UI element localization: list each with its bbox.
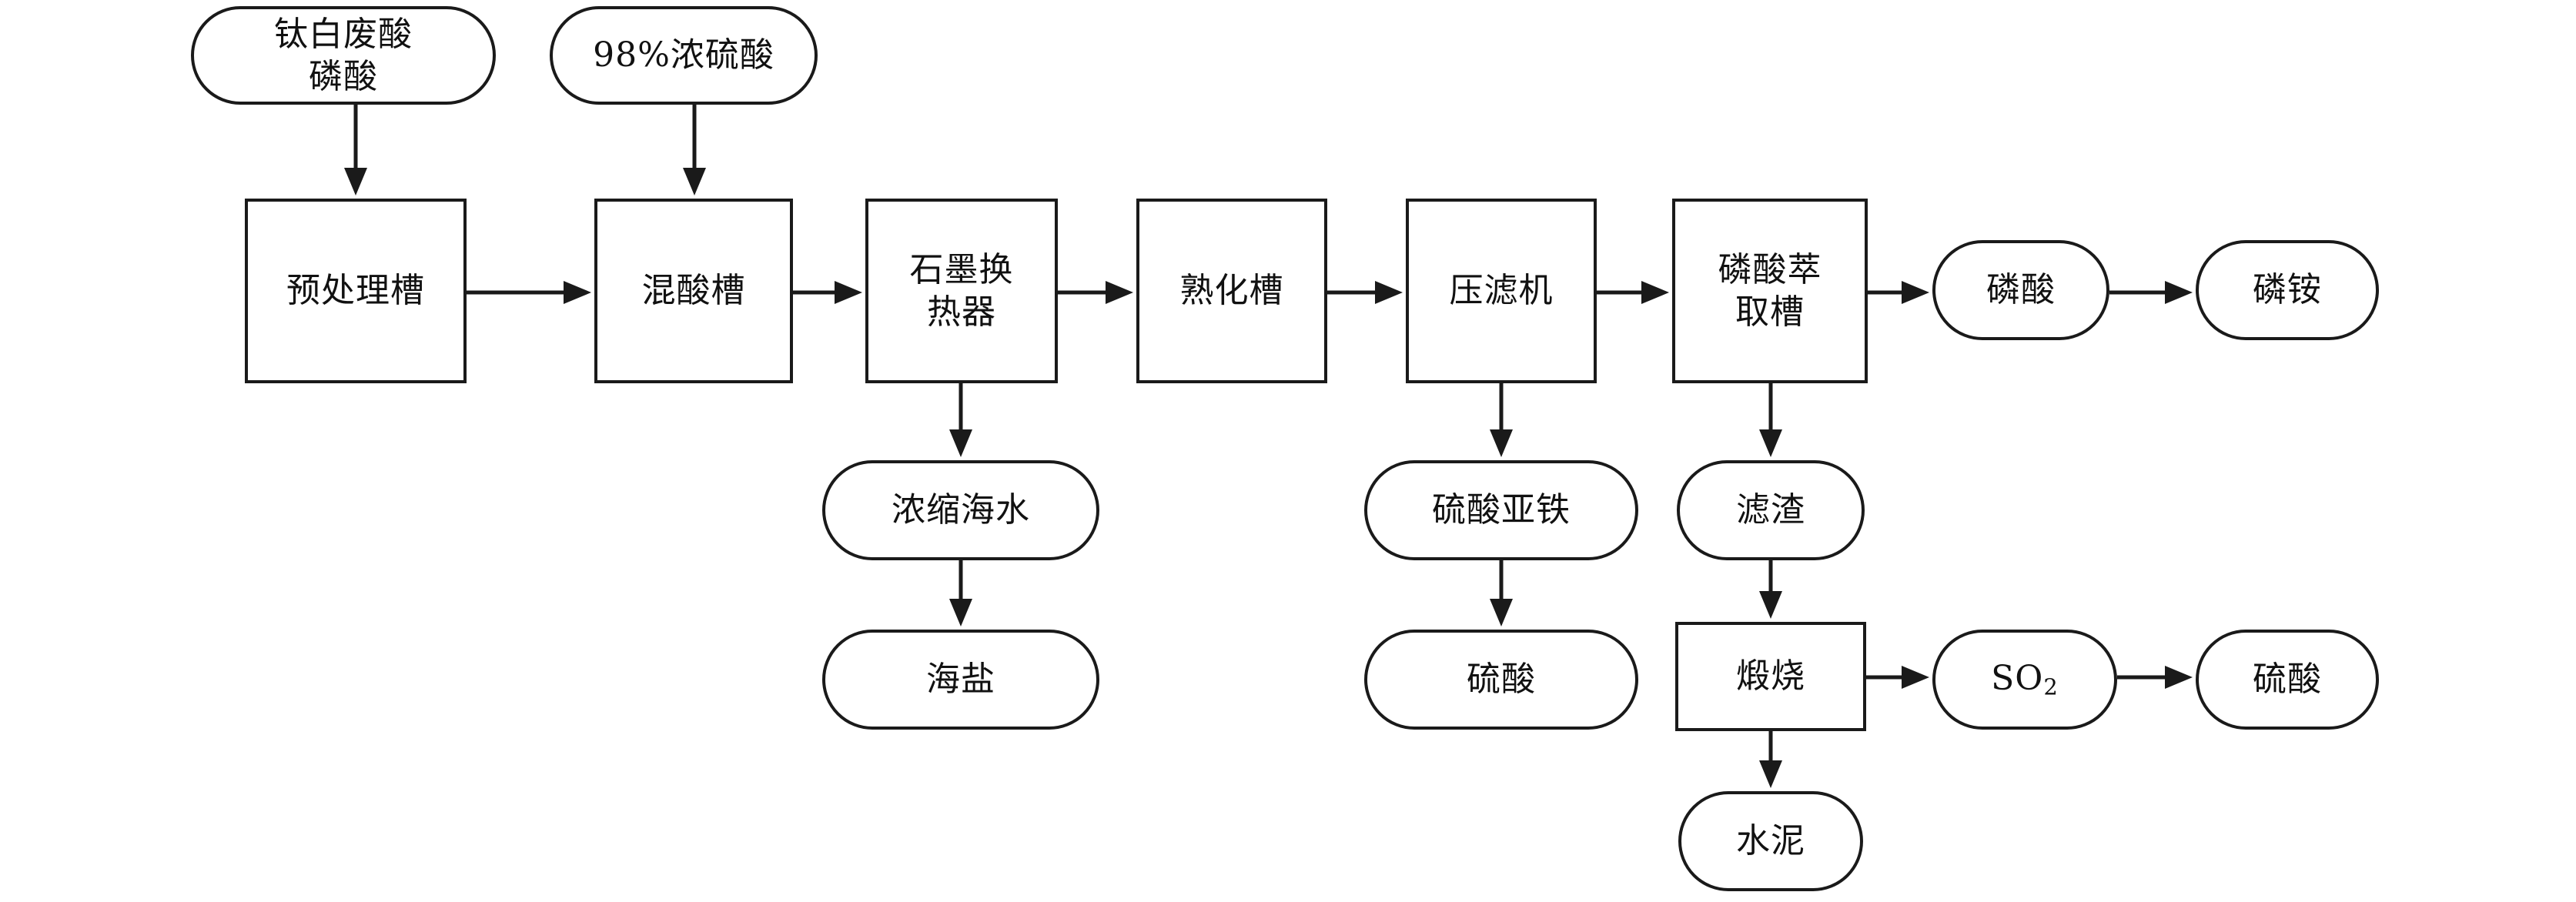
flow-node-residue[interactable]: 滤渣 bbox=[1677, 460, 1865, 560]
flow-arrow-filter-to-extract bbox=[1597, 281, 1669, 304]
flow-node-feso4[interactable]: 硫酸亚铁 bbox=[1364, 460, 1638, 560]
flow-node-curing[interactable]: 熟化槽 bbox=[1136, 199, 1327, 383]
flow-arrow-curing-to-filter bbox=[1327, 281, 1403, 304]
flow-node-label: 磷酸萃 取槽 bbox=[1718, 250, 1822, 332]
flow-arrow-h3po4-to-phosam bbox=[2109, 281, 2193, 304]
flow-node-label: 滤渣 bbox=[1736, 490, 1805, 530]
flow-node-graphite[interactable]: 石墨换 热器 bbox=[865, 199, 1058, 383]
flow-node-label: SO2 bbox=[1991, 659, 2059, 700]
flow-node-label: 浓缩海水 bbox=[892, 490, 1030, 530]
flow-arrow-so2-to-h2so4_b bbox=[2117, 666, 2193, 689]
flow-node-label: 压滤机 bbox=[1449, 271, 1554, 311]
flow-arrow-feso4-to-h2so4_a bbox=[1490, 560, 1513, 626]
flow-arrow-seawater-to-seasalt bbox=[949, 560, 972, 626]
flow-node-h2so4_a[interactable]: 硫酸 bbox=[1364, 630, 1638, 730]
flow-node-h2so4_98[interactable]: 98%浓硫酸 bbox=[550, 6, 818, 105]
flow-node-label: 预处理槽 bbox=[286, 271, 425, 311]
flow-node-seawater[interactable]: 浓缩海水 bbox=[822, 460, 1099, 560]
flow-arrow-extract-to-residue bbox=[1759, 383, 1782, 457]
flow-node-cement[interactable]: 水泥 bbox=[1678, 791, 1863, 891]
flow-arrow-calcine-to-so2 bbox=[1866, 666, 1929, 689]
flow-node-label: 混酸槽 bbox=[641, 271, 746, 311]
flow-node-extract[interactable]: 磷酸萃 取槽 bbox=[1672, 199, 1868, 383]
flow-node-calcine[interactable]: 煅烧 bbox=[1675, 622, 1866, 731]
flow-arrow-extract-to-h3po4 bbox=[1868, 281, 1929, 304]
flow-node-pretreat[interactable]: 预处理槽 bbox=[245, 199, 467, 383]
flow-node-ti_waste[interactable]: 钛白废酸 磷酸 bbox=[191, 6, 496, 105]
flow-node-h2so4_b[interactable]: 硫酸 bbox=[2196, 630, 2379, 730]
flow-arrow-mixacid-to-graphite bbox=[793, 281, 862, 304]
flow-arrow-graphite-to-curing bbox=[1058, 281, 1133, 304]
flow-arrow-pretreat-to-mixacid bbox=[467, 281, 591, 304]
flow-node-label: 钛白废酸 磷酸 bbox=[274, 15, 413, 96]
flow-node-seasalt[interactable]: 海盐 bbox=[822, 630, 1099, 730]
flow-node-h3po4[interactable]: 磷酸 bbox=[1932, 240, 2109, 340]
flow-arrow-residue-to-calcine bbox=[1759, 560, 1782, 619]
flow-node-label: 熟化槽 bbox=[1179, 271, 1284, 311]
flow-node-label: 硫酸 bbox=[1467, 660, 1536, 700]
flow-node-so2[interactable]: SO2 bbox=[1932, 630, 2117, 730]
flow-node-filter[interactable]: 压滤机 bbox=[1406, 199, 1597, 383]
flow-arrow-ti_waste-to-pretreat bbox=[344, 105, 367, 195]
flow-node-label: 水泥 bbox=[1736, 821, 1805, 861]
flow-arrow-h2so4_98-to-mixacid bbox=[683, 105, 706, 195]
flow-node-phosam[interactable]: 磷铵 bbox=[2196, 240, 2379, 340]
flow-node-label: 磷铵 bbox=[2253, 270, 2322, 310]
flow-node-label: 硫酸亚铁 bbox=[1432, 490, 1571, 530]
flow-arrow-filter-to-feso4 bbox=[1490, 383, 1513, 457]
flow-node-label: 98%浓硫酸 bbox=[593, 35, 774, 75]
flow-node-label: 海盐 bbox=[926, 660, 995, 700]
flow-node-label: 石墨换 热器 bbox=[909, 250, 1014, 332]
flow-node-label: 硫酸 bbox=[2253, 660, 2322, 700]
flow-arrow-calcine-to-cement bbox=[1759, 731, 1782, 788]
flow-node-mixacid[interactable]: 混酸槽 bbox=[594, 199, 793, 383]
flow-node-label: 磷酸 bbox=[1986, 270, 2056, 310]
flow-node-label: 煅烧 bbox=[1736, 656, 1805, 697]
flow-arrow-graphite-to-seawater bbox=[949, 383, 972, 457]
